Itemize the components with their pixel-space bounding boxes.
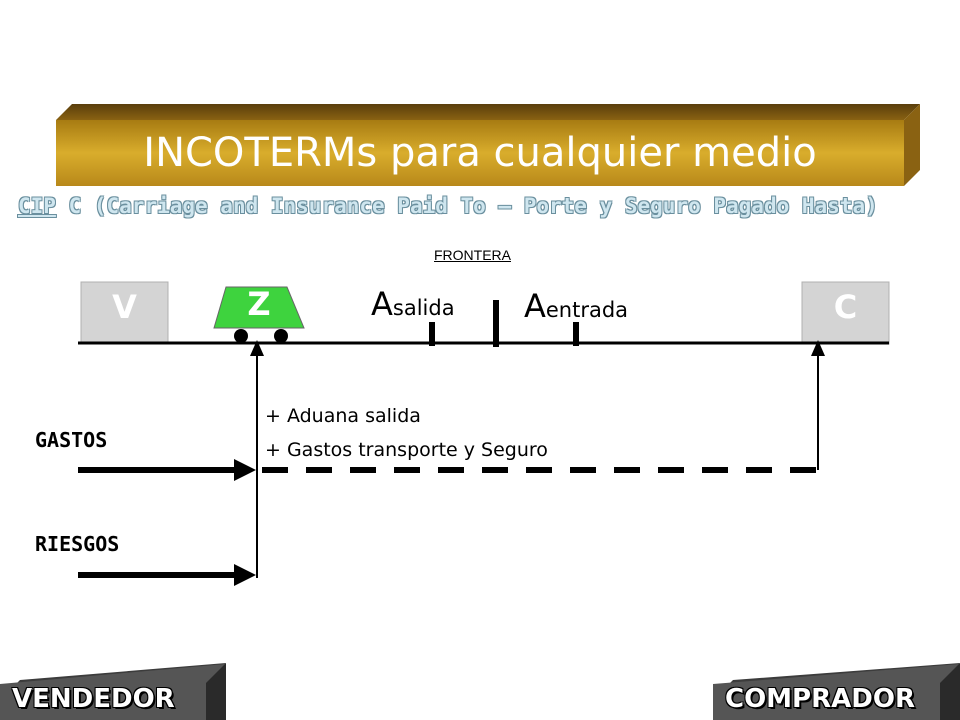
seller-box	[80, 281, 169, 345]
transfer-arrowhead-buyer	[811, 340, 825, 356]
riesgos-label: RIESGOS	[35, 532, 120, 556]
gastos-arrowhead	[234, 459, 256, 481]
frontera-label: FRONTERA	[434, 247, 511, 263]
subtitle-code[interactable]: CIP	[18, 194, 56, 218]
gastos-label: GASTOS	[35, 428, 108, 452]
page-title: INCOTERMs para cualquier medio	[143, 130, 817, 176]
frontier-marker	[493, 300, 499, 347]
title-banner	[56, 104, 920, 186]
buyer-box-label: C	[833, 288, 858, 326]
note-gastos-transporte: + Gastos transporte y Seguro	[265, 439, 548, 461]
seller-box-label: V	[112, 288, 137, 326]
entry-customs-marker	[573, 322, 579, 346]
entry-customs-label: Aentrada	[524, 287, 629, 325]
subtitle-text: C (Carriage and Insurance Paid To – Port…	[55, 194, 878, 218]
transport-box-label: Z	[247, 285, 271, 323]
exit-customs-label: Asalida	[371, 285, 455, 323]
seller-party-label: VENDEDOR	[12, 684, 175, 714]
entry-customs-sub: entrada	[545, 298, 629, 322]
exit-customs-marker	[429, 322, 435, 346]
seller-party-bar	[0, 663, 226, 720]
riesgos-arrowhead	[234, 564, 256, 586]
note-aduana-salida: + Aduana salida	[265, 405, 421, 427]
subtitle: CIP C (Carriage and Insurance Paid To – …	[18, 194, 948, 218]
buyer-box	[801, 281, 890, 345]
transport-wagon	[213, 286, 305, 343]
buyer-party-bar	[713, 663, 960, 720]
buyer-party-label: COMPRADOR	[725, 684, 915, 714]
transfer-arrowhead-seller	[250, 340, 264, 356]
exit-customs-sub: salida	[392, 296, 455, 320]
